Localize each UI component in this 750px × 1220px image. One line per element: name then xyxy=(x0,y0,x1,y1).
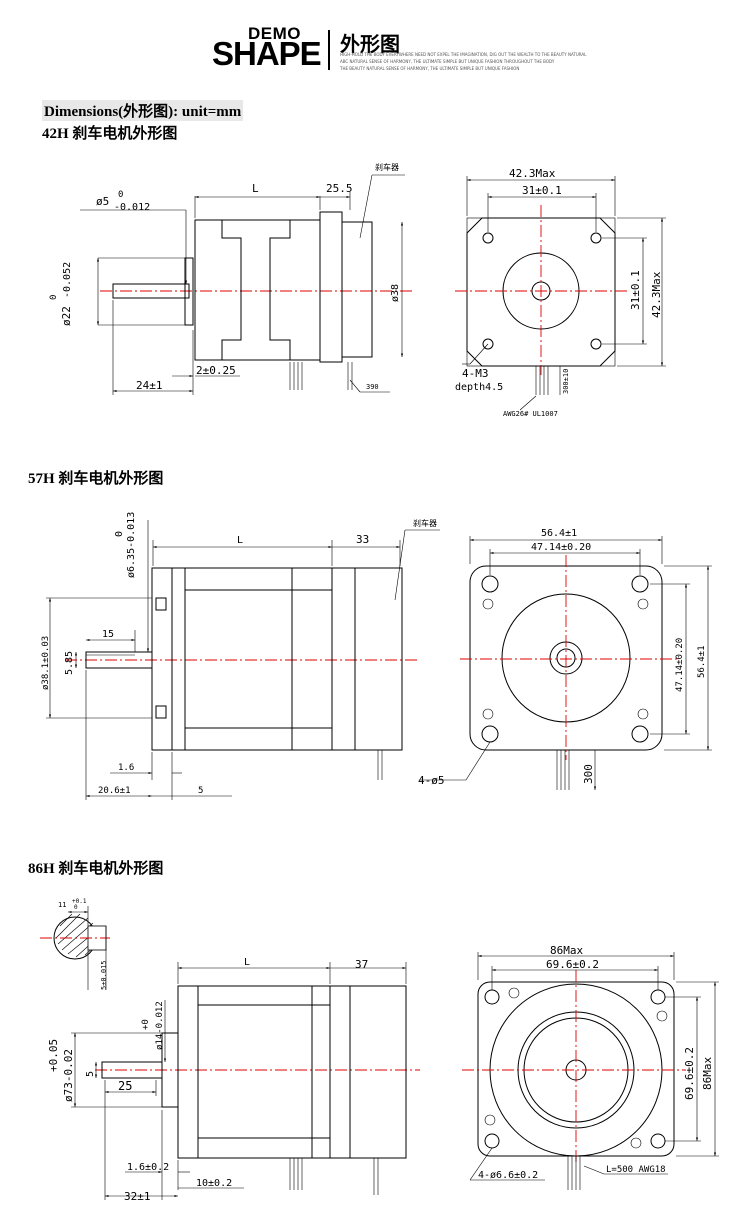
section-title-57h: 57H 刹车电机外形图 xyxy=(28,471,164,487)
dim-57-L: L xyxy=(237,535,243,546)
dim-42-width-max: 42.3Max xyxy=(509,167,556,180)
dim-86-hole-pitch-v: 69.6±0.2 xyxy=(683,1047,696,1100)
dim-86-hole-pitch: 69.6±0.2 xyxy=(546,958,599,971)
dim-42-shaft-tol-top: 0 xyxy=(118,190,123,200)
dim-86-height-max: 86Max xyxy=(701,1057,714,1090)
dim-57-height: 56.4±1 xyxy=(697,645,707,678)
label-42-brake: 刹车器 xyxy=(375,162,399,172)
tagline-3: THE BEAUTY NATURAL SENSE OF HARMONY, THE… xyxy=(340,66,520,71)
key-detail-86h: 11 +0.1 0 5±0.015 xyxy=(40,898,110,990)
dim-86-width-max: 86Max xyxy=(550,944,583,957)
dim-57-flat: 5.85 xyxy=(64,651,75,675)
label-42-depth: depth4.5 xyxy=(455,382,503,393)
label-57-brake: 刹车器 xyxy=(413,518,437,528)
front-view-42h: 42.3Max 31±0.1 31±0.1 42.3Max 4-M3 depth… xyxy=(455,167,666,418)
section-title-86h: 86H 刹车电机外形图 xyxy=(28,861,164,877)
dim-57-brake-len: 33 xyxy=(356,533,369,546)
dim-42-cable-len: 390 xyxy=(366,383,379,391)
section-title-42h: 42H 刹车电机外形图 xyxy=(42,126,178,142)
tagline-2: ABC NATURAL SENSE OF HARMONY, THE ULTIMA… xyxy=(340,59,555,64)
dim-42-shaft-len: 24±1 xyxy=(136,379,163,392)
dim-86-flange-thk: 1.6±0.2 xyxy=(127,1162,169,1173)
dim-86-flange-dia: ø73-0.02 xyxy=(62,1049,75,1102)
label-42-holes: 4-M3 xyxy=(462,367,489,380)
dim-42-flange-thk: 2±0.25 xyxy=(196,364,236,377)
dim-86-key-w: 11 xyxy=(58,901,66,909)
dim-42-lead-len: 300±10 xyxy=(562,369,570,394)
dimensions-label: Dimensions(外形图): unit=mm xyxy=(42,100,244,121)
dim-57-flange-thk: 1.6 xyxy=(118,763,134,773)
dim-86-flange-tol-top: +0.05 xyxy=(47,1039,60,1072)
dim-86-shaft-dia: ø14-0.012 xyxy=(155,1001,165,1050)
dim-86-key-tol-top: +0.1 xyxy=(72,898,87,905)
dim-86-L: L xyxy=(244,957,250,968)
front-view-86h: 86Max 69.6±0.2 69.6±0.2 86Max 4-ø6.6±0.2… xyxy=(462,944,719,1190)
dim-57-width: 56.4±1 xyxy=(541,528,577,539)
dim-86-shaft-len: 32±1 xyxy=(124,1190,151,1203)
dim-57-hole-pitch-v: 47.14±0.20 xyxy=(675,638,685,692)
label-42-cable-note: AWG26# UL1007 xyxy=(503,410,558,418)
dim-42-shaft-dia: ø5 xyxy=(96,195,109,208)
dim-42-height-max: 42.3Max xyxy=(650,271,663,318)
logo-divider xyxy=(328,30,330,70)
dim-42-hole-pitch-v: 31±0.1 xyxy=(629,270,642,310)
dim-86-key-depth: 5 xyxy=(85,1071,96,1077)
dim-42-brake-len: 25.5 xyxy=(326,182,353,195)
dim-57-lead-len: 300 xyxy=(582,764,595,784)
dim-57-hole-pitch: 47.14±0.20 xyxy=(531,542,591,553)
logo-demo-text: DEMO xyxy=(248,24,301,43)
dim-42-flange-tol-top: 0 xyxy=(49,295,59,300)
dim-86-boss-len: 10±0.2 xyxy=(196,1178,232,1189)
dim-57-flat-len: 15 xyxy=(102,629,114,640)
side-view-86h: L 37 +0 ø14-0.012 +0.05 ø73-0.02 5 25 1.… xyxy=(47,957,420,1203)
label-57-holes: 4-ø5 xyxy=(418,774,445,787)
dim-42-L: L xyxy=(252,182,259,195)
dim-42-body-dia: ø38 xyxy=(390,284,401,302)
dim-86-key-len: 25 xyxy=(118,1079,132,1093)
dim-57-flange-dia: ø38.1±0.03 xyxy=(41,636,51,690)
dim-57-shaft-len: 20.6±1 xyxy=(98,786,131,796)
dim-86-brake-len: 37 xyxy=(355,958,368,971)
label-86-cable: L=500 AWG18 xyxy=(606,1165,666,1175)
dim-57-boss-len: 5 xyxy=(198,786,203,796)
tagline-1: HIGH-HOLD THE BODY EVERYWHERE NEED NOT E… xyxy=(340,52,587,57)
label-86-holes: 4-ø6.6±0.2 xyxy=(478,1170,538,1181)
dim-86-shaft-tol-top: +0 xyxy=(141,1019,151,1030)
side-view-57h: L 33 刹车器 0 ø6.35-0.013 ø38.1±0.03 5.85 1… xyxy=(41,512,440,800)
side-view-42h: L 25.5 刹车器 ø5 0 -0.012 ø22 0 -0.052 ø38 … xyxy=(49,162,415,395)
front-view-57h: 56.4±1 47.14±0.20 47.14±0.20 56.4±1 4-ø5… xyxy=(418,528,712,790)
dim-86-key-h: 5±0.015 xyxy=(100,960,108,990)
dim-42-hole-pitch: 31±0.1 xyxy=(522,184,562,197)
dim-42-shaft-tol-bot: -0.012 xyxy=(114,202,150,213)
dim-86-key-tol-bot: 0 xyxy=(74,904,78,911)
dim-57-shaft-tol-top: 0 xyxy=(114,531,125,537)
dim-42-flange-tol-bot: -0.052 xyxy=(62,262,73,298)
logo-shape-text: SHAPE xyxy=(212,35,322,72)
header-title: 外形图 xyxy=(340,32,400,56)
dim-57-shaft-dia: ø6.35-0.013 xyxy=(126,512,137,578)
dim-42-flange-dia: ø22 xyxy=(60,306,73,326)
